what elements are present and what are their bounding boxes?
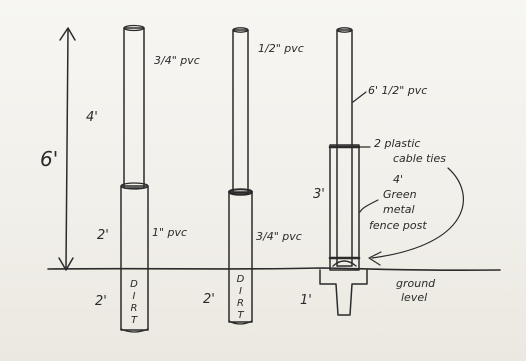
left-sleeve-pipe (120, 185, 149, 331)
fence-post-anchor (319, 269, 368, 316)
upper-height-label: 4' (86, 110, 98, 125)
ground-level-note-line1: ground (396, 277, 436, 290)
middle-post: D I R T (228, 27, 253, 325)
svg-text:T: T (131, 315, 138, 326)
middle-sleeve-label: 3/4" pvc (256, 230, 302, 243)
fence-post-note-line4: fence post (369, 219, 427, 232)
fence-post-note-line2: Green (383, 188, 417, 201)
right-below-ground-label: 1' (300, 293, 312, 308)
cable-ties-arrow (371, 167, 464, 259)
ground-line (47, 267, 501, 272)
green-metal-fence-post (329, 144, 360, 271)
left-post: D I R T (120, 24, 149, 333)
right-pipe-label: 6' 1/2" pvc (368, 84, 427, 97)
cable-ties-note-line1: 2 plastic (374, 137, 420, 150)
svg-text:T: T (237, 310, 244, 321)
fence-post-note-line3: metal (383, 203, 415, 216)
left-lower-height-label: 2' (97, 228, 109, 243)
middle-below-ground-label: 2' (203, 292, 215, 307)
right-post (319, 27, 368, 316)
ground-level-note-line2: level (401, 291, 427, 304)
middle-top-pipe (232, 29, 249, 194)
fence-post-note-line1: 4' (393, 173, 403, 186)
total-height-label: 6' (40, 147, 58, 171)
right-tube-height-label: 3' (313, 187, 325, 202)
left-sleeve-label: 1" pvc (152, 226, 187, 239)
cable-ties-note-line2: cable ties (393, 152, 446, 165)
middle-top-pipe-label: 1/2" pvc (258, 42, 304, 55)
middle-sleeve-pipe (228, 191, 253, 323)
left-top-pipe (123, 27, 145, 189)
svg-text:D: D (130, 279, 138, 290)
middle-dirt-label: D I R T (237, 274, 245, 321)
svg-text:I: I (133, 291, 136, 302)
svg-text:I: I (239, 286, 242, 297)
svg-text:R: R (237, 298, 244, 309)
svg-text:R: R (131, 303, 138, 314)
left-below-ground-label: 2' (95, 294, 107, 309)
height-dimension-arrow (58, 27, 76, 271)
left-dirt-label: D I R T (130, 279, 138, 326)
svg-text:D: D (237, 274, 245, 285)
left-top-pipe-label: 3/4" pvc (154, 54, 200, 67)
fence-post-arrow (359, 199, 379, 213)
